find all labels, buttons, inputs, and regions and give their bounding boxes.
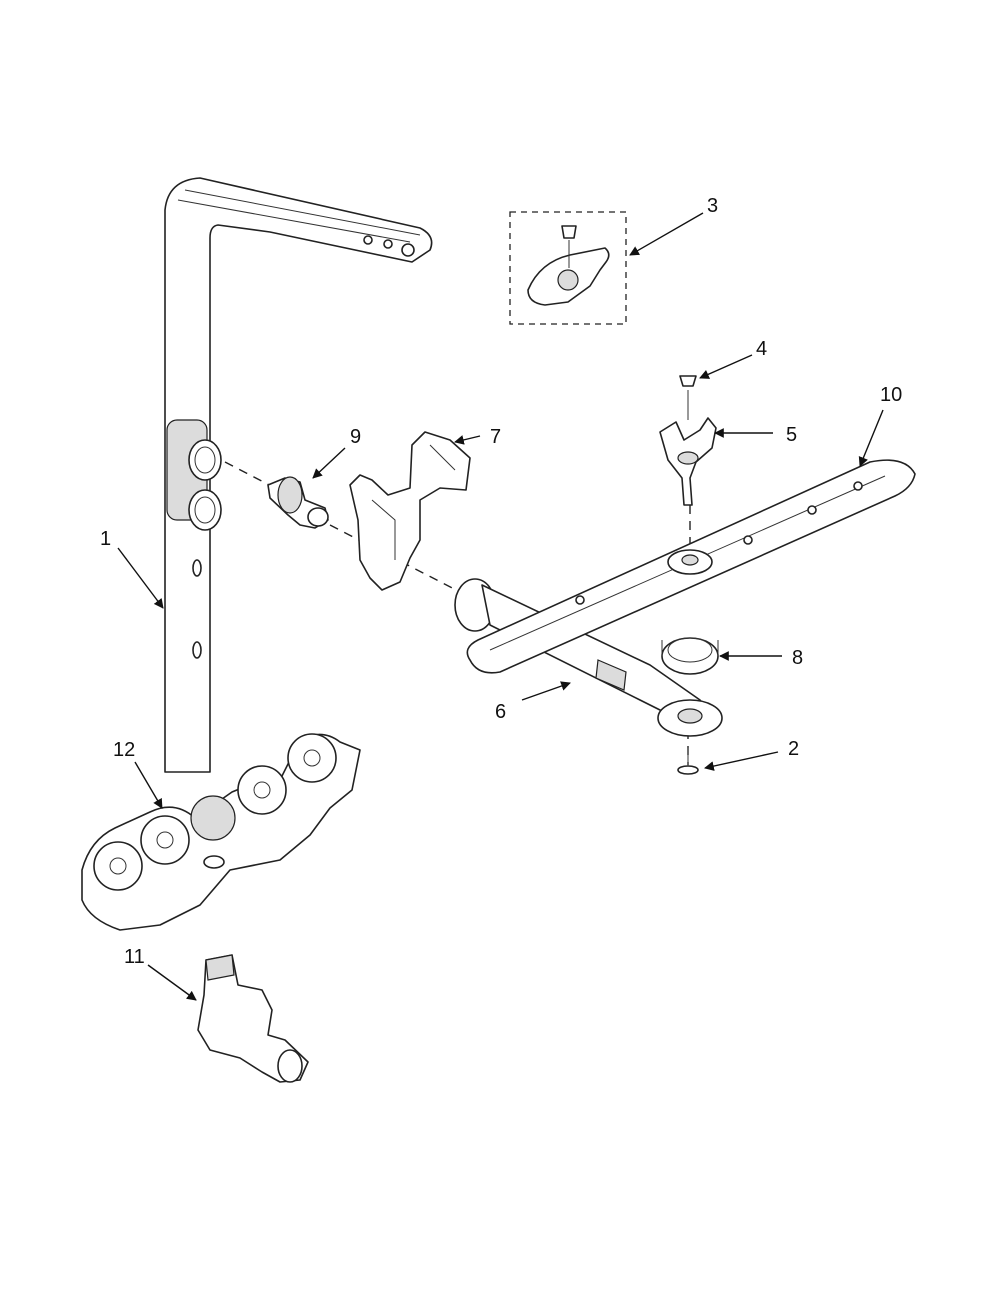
alignment-line-upper [224,461,276,489]
callout-1: 1 [100,528,111,550]
seal-ring-part [661,637,719,675]
leader-6 [521,681,571,701]
callout-7: 7 [490,426,501,448]
mounting-bracket-part [349,431,471,591]
leader-10 [858,409,884,467]
spray-arm-part [466,459,916,674]
callout-4: 4 [756,338,767,360]
screw-part [679,375,697,420]
leader-12 [134,761,163,809]
callout-2: 2 [788,738,799,760]
callout-5: 5 [786,424,797,446]
diverter-part [197,954,309,1083]
hub-clip-part [659,417,717,506]
bottom-screw-part [677,748,699,775]
callout-3: 3 [707,195,718,217]
leader-1 [117,547,164,609]
callout-8: 8 [792,647,803,669]
leader-3 [629,212,704,256]
leader-2 [704,751,779,771]
callout-10: 10 [880,384,902,406]
leader-7 [454,435,481,445]
leader-9 [312,447,346,479]
inset-box [509,211,627,325]
leader-11 [147,964,197,1001]
manifold-part [81,733,361,931]
supply-tube-part [164,177,433,773]
alignment-line-lower [329,524,461,593]
connector-part [267,476,329,529]
leader-4 [699,354,753,379]
callout-9: 9 [350,426,361,448]
callout-11: 11 [124,946,145,968]
callout-6: 6 [495,701,506,723]
callout-12: 12 [113,739,135,761]
